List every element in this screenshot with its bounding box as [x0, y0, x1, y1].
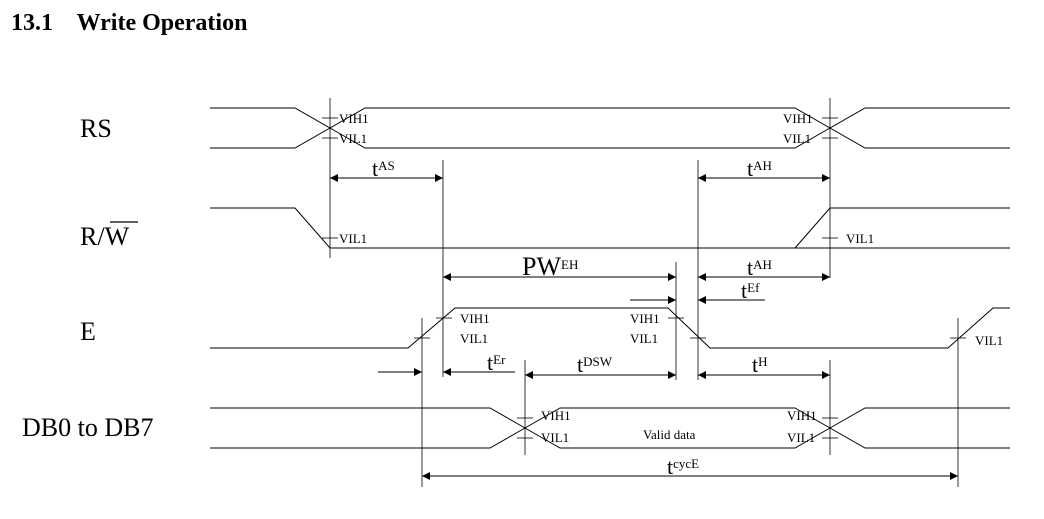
rw-label: R/W — [80, 222, 130, 251]
e-vih-left: VIH1 — [460, 311, 490, 326]
tdsw-label: tDSW — [577, 352, 613, 377]
e-vih-right: VIH1 — [630, 311, 660, 326]
ter-label: tEr — [487, 350, 506, 375]
e-label: E — [80, 317, 96, 346]
rw-vil-right: VIL1 — [846, 231, 874, 246]
e-waveform — [210, 307, 1010, 349]
tas-label: tAS — [372, 156, 395, 181]
db-waveform — [210, 407, 1010, 449]
db-label: DB0 to DB7 — [22, 413, 153, 442]
e-vil-right: VIL1 — [630, 331, 658, 346]
pweh-label: PWEH — [522, 252, 578, 281]
tah1-label: tAH — [747, 156, 772, 181]
rs-vih-left: VIH1 — [339, 111, 369, 126]
rs-vil-left: VIL1 — [339, 131, 367, 146]
db-vil-right: VIL1 — [787, 430, 815, 445]
rs-vih-right: VIH1 — [783, 111, 813, 126]
db-vil-left: VIL1 — [541, 430, 569, 445]
rs-waveform — [210, 107, 1010, 149]
e-vil-end: VIL1 — [975, 333, 1003, 348]
rs-label: RS — [80, 114, 112, 143]
rs-vil-right: VIL1 — [783, 131, 811, 146]
th-label: tH — [752, 352, 768, 377]
tef-label: tEf — [741, 278, 760, 303]
guide-lines — [322, 98, 966, 487]
section-title: 13.1 Write Operation — [11, 10, 248, 36]
rw-vil-left: VIL1 — [339, 231, 367, 246]
tcyce-label: tcycE — [667, 454, 699, 479]
e-vil-left: VIL1 — [460, 331, 488, 346]
tah2-label: tAH — [747, 255, 772, 280]
timing-arrows — [330, 174, 958, 480]
db-vih-right: VIH1 — [787, 408, 817, 423]
valid-data-label: Valid data — [643, 427, 696, 442]
db-vih-left: VIH1 — [541, 408, 571, 423]
